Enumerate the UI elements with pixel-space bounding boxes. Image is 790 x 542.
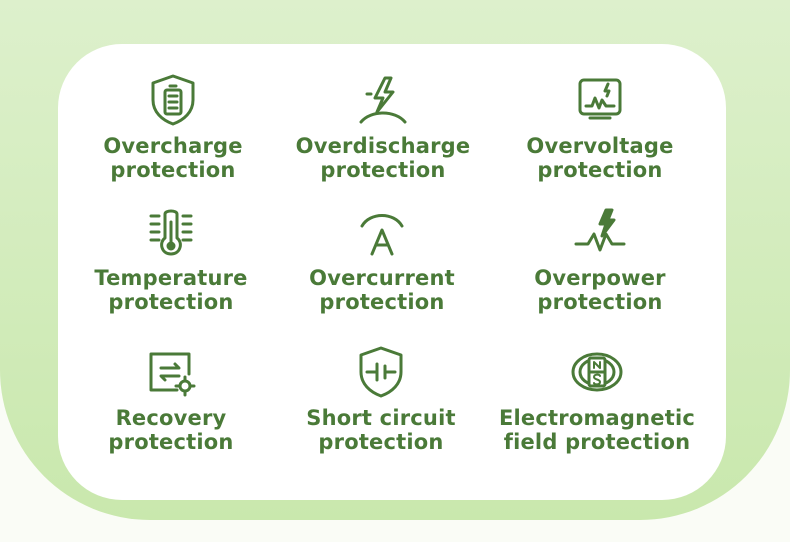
- monitor-voltage-icon: [572, 72, 628, 128]
- power-surge-icon: [572, 204, 628, 260]
- feature-label: Recovery protection: [108, 406, 234, 454]
- thermometer-icon: [143, 204, 199, 260]
- ammeter-icon: [354, 204, 410, 260]
- feature-short-circuit: Short circuit protection: [271, 344, 491, 454]
- feature-label: Overpower protection: [534, 266, 666, 314]
- feature-recovery: Recovery protection: [61, 344, 281, 454]
- feature-label: Electromagnetic field protection: [498, 406, 696, 454]
- feature-overdischarge: Overdischarge protection: [273, 72, 493, 182]
- recovery-settings-icon: [143, 344, 199, 400]
- feature-label: Overcurrent protection: [309, 266, 455, 314]
- feature-label: Overdischarge protection: [295, 134, 471, 182]
- feature-electromagnetic: Electromagnetic field protection: [487, 344, 707, 454]
- feature-label: Short circuit protection: [306, 406, 456, 454]
- feature-label: Temperature protection: [94, 266, 248, 314]
- feature-label: Overcharge protection: [103, 134, 243, 182]
- feature-overvoltage: Overvoltage protection: [490, 72, 710, 182]
- shield-short-circuit-icon: [353, 344, 409, 400]
- feature-label: Overvoltage protection: [526, 134, 674, 182]
- lightning-discharge-icon: [355, 72, 411, 128]
- feature-overcharge: Overcharge protection: [63, 72, 283, 182]
- magnet-field-icon: [569, 344, 625, 400]
- shield-battery-icon: [145, 72, 201, 128]
- feature-overcurrent: Overcurrent protection: [272, 204, 492, 314]
- feature-temperature: Temperature protection: [61, 204, 281, 314]
- feature-card: Overcharge protection Overdischarge prot…: [58, 44, 726, 500]
- feature-overpower: Overpower protection: [490, 204, 710, 314]
